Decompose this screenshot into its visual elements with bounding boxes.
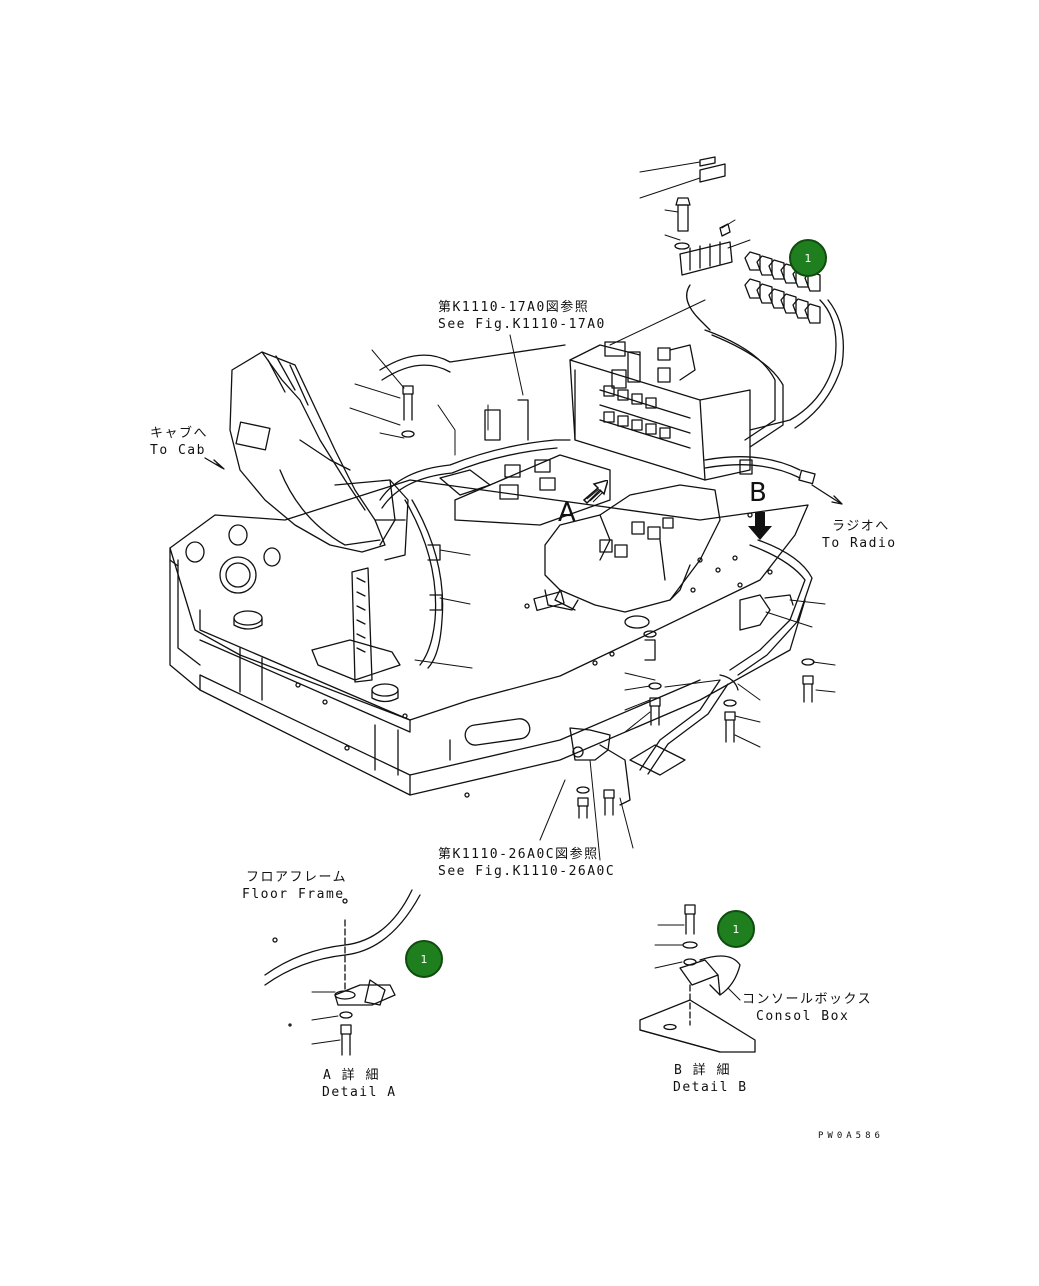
view-marker-b: B xyxy=(749,478,767,508)
to-radio-ja: ラジオへ xyxy=(832,519,890,534)
left-console-drawing xyxy=(229,351,409,561)
harness-drawing xyxy=(379,284,845,776)
controller-drawing xyxy=(569,341,751,481)
detail-a-ja: A 詳 細 xyxy=(323,1068,380,1083)
ref-top-ja: 第K1110-17A0図参照 xyxy=(438,300,590,315)
bolts-drawing xyxy=(401,385,815,819)
clamps-drawing xyxy=(427,544,794,806)
console-box-ja: コンソールボックス xyxy=(742,992,873,1007)
drawing-number: PW0A586 xyxy=(818,1131,884,1141)
part-callout-1-detail-b[interactable]: 1 xyxy=(717,910,755,948)
relay-drawing xyxy=(674,156,821,485)
floor-frame-drawing xyxy=(169,479,809,798)
floor-frame-en: Floor Frame xyxy=(242,887,345,902)
detail-b-ja: B 詳 細 xyxy=(674,1063,731,1078)
callout-number: 1 xyxy=(420,952,428,966)
direction-arrows xyxy=(204,457,843,505)
detail-a-en: Detail A xyxy=(322,1085,397,1100)
to-radio-en: To Radio xyxy=(822,536,897,551)
leader-lines xyxy=(349,161,836,861)
callout-number: 1 xyxy=(804,251,812,265)
ref-top-en: See Fig.K1110-17A0 xyxy=(438,317,606,332)
detail-a-drawing xyxy=(264,889,421,1056)
floor-frame-ja: フロアフレーム xyxy=(246,870,348,885)
to-cab-ja: キャブへ xyxy=(150,426,209,441)
ref-bottom-en: See Fig.K1110-26A0C xyxy=(438,864,616,879)
console-box-en: Consol Box xyxy=(756,1009,850,1024)
center-panel-drawing xyxy=(439,399,611,526)
detail-b-drawing xyxy=(639,904,756,1053)
part-callout-1-top[interactable]: 1 xyxy=(789,239,827,277)
view-arrow-a-icon xyxy=(582,480,608,505)
ref-bottom-ja: 第K1110-26A0C図参照 xyxy=(438,847,599,862)
lever-drawing xyxy=(311,567,401,683)
right-console-drawing xyxy=(533,484,721,613)
view-marker-a: A xyxy=(558,498,576,528)
part-callout-1-detail-a[interactable]: 1 xyxy=(405,940,443,978)
view-arrow-b-icon xyxy=(748,512,772,540)
callout-number: 1 xyxy=(732,922,740,936)
detail-b-en: Detail B xyxy=(673,1080,748,1095)
to-cab-en: To Cab xyxy=(150,443,206,458)
